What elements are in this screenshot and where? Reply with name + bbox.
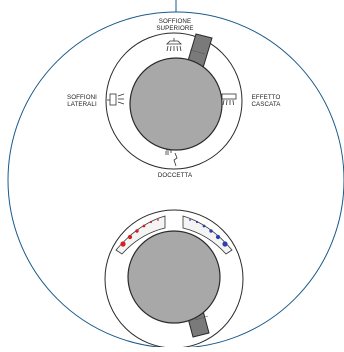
cold-dot [222,241,228,247]
hot-dot [149,220,153,224]
label-bottom: DOCCETTA [150,172,200,179]
diverter-selector [105,32,243,170]
cold-dot [215,234,221,240]
label-left: SOFFIONI LATERALI [60,94,104,108]
label-right-line2: CASCATA [251,101,281,108]
label-top-line1: SOFFIONE [158,18,192,25]
cold-dot [195,220,199,224]
cold-dot [189,219,191,221]
mixer-knob[interactable] [127,230,221,324]
hand-shower-icon [165,149,178,167]
side-jets-icon [107,93,125,106]
label-left-line2: LATERALI [67,101,97,108]
cold-dot [209,229,213,233]
hot-dot [135,229,139,233]
label-top: SOFFIONE SUPERIORE [150,18,200,32]
label-bottom-line1: DOCCETTA [157,172,193,179]
label-top-line2: SUPERIORE [156,25,194,32]
diverter-knob[interactable] [129,57,223,151]
hot-dot [142,224,146,228]
hot-dot [120,241,126,247]
hot-temperature-scale [115,215,166,255]
cold-temperature-scale [182,215,233,255]
hot-dot [127,234,133,240]
rain-shower-icon [166,38,182,52]
hot-dot [157,219,159,221]
cold-dot [202,224,206,228]
thermostatic-mixer [104,209,244,349]
label-right-line1: EFFETTO [251,94,281,101]
waterfall-icon [221,93,237,106]
label-right: EFFETTO CASCATA [244,94,288,108]
label-left-line1: SOFFIONI [66,94,98,101]
